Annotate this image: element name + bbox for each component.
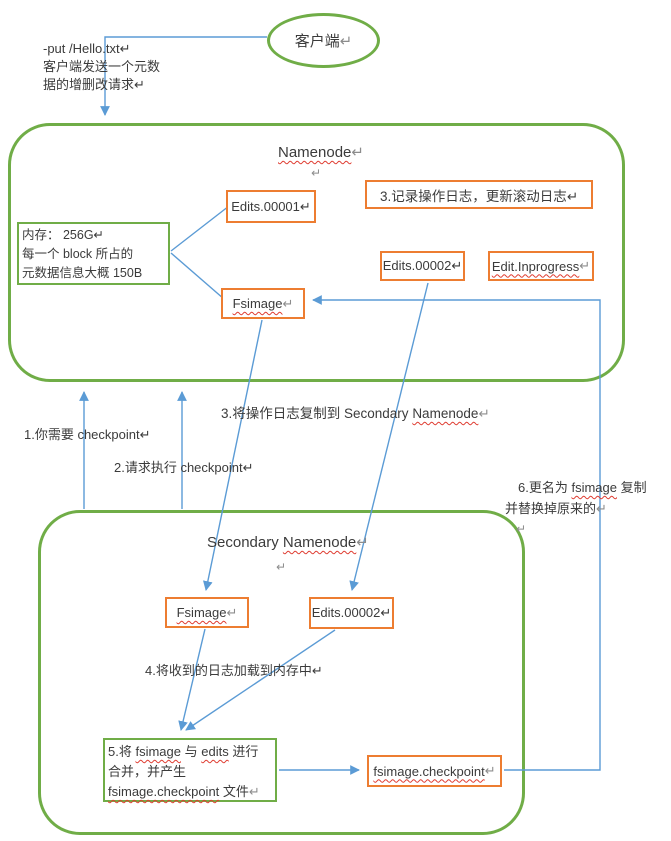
step6-text2: 复制 xyxy=(617,480,647,495)
step5-fsimage: fsimage xyxy=(135,744,181,759)
paragraph-mark: ↵ xyxy=(276,560,287,574)
step5-merge-box: 5.将 fsimage 与 edits 进行 合并，并产生 fsimage.ch… xyxy=(103,738,277,802)
edits-00002-label: Edits.00002↵ xyxy=(382,258,463,273)
step6-line2: 并替换掉原来的↵ xyxy=(505,498,647,519)
secondary-edits-00002-box: Edits.00002↵ xyxy=(309,597,394,629)
paragraph-mark: ↵ xyxy=(282,295,294,311)
paragraph-mark: ↵ xyxy=(596,501,607,516)
edits-00001-box: Edits.00001↵ xyxy=(226,190,316,223)
step5-checkpoint-file: fsimage.checkpoint xyxy=(108,784,220,799)
secondary-fsimage-label: Fsimage xyxy=(176,605,227,620)
step5-line3: fsimage.checkpoint 文件↵ xyxy=(108,782,272,802)
fsimage-checkpoint-label: fsimage.checkpoint xyxy=(373,763,485,779)
paragraph-mark: ↵ xyxy=(484,763,496,778)
step6-text: 6.更名为 xyxy=(518,480,572,495)
step5-text3: 进行 xyxy=(228,744,259,759)
namenode-fsimage-label: Fsimage xyxy=(232,296,283,311)
step3-copy-text: 3.将操作日志复制到 Secondary xyxy=(221,406,413,421)
edit-inprogress-label: Edit.Inprogress xyxy=(491,258,580,274)
step3-copy-label: 3.将操作日志复制到 Secondary Namenode↵ xyxy=(221,402,490,422)
step5-line1: 5.将 fsimage 与 edits 进行 xyxy=(108,742,272,762)
paragraph-mark: ↵ xyxy=(226,604,238,620)
paragraph-mark: ↵ xyxy=(248,784,260,799)
step5-text4: 文件 xyxy=(219,784,249,799)
memory-line1: 内存： 256G↵ xyxy=(22,228,105,242)
client-request-note: -put /Hello.txt↵ 客户端发送一个元数 据的增删改请求↵ xyxy=(43,40,160,94)
secondary-fsimage-box: Fsimage↵ xyxy=(165,597,249,628)
step6-label: 6.更名为 fsimage 复制 并替换掉原来的↵ xyxy=(505,477,647,519)
client-node: 客户端↵ xyxy=(267,13,380,68)
note-line3: 据的增删改请求↵ xyxy=(43,77,145,92)
step3-copy-namenode: Namenode xyxy=(412,406,479,421)
namenode-title: Namenode↵ xyxy=(278,143,364,161)
step5-line2: 合并，并产生 xyxy=(108,764,187,779)
fsimage-checkpoint-box: fsimage.checkpoint↵ xyxy=(367,755,502,787)
edits-00002-box: Edits.00002↵ xyxy=(380,251,465,281)
step5-edits: edits xyxy=(201,744,229,759)
namenode-title-text: Namenode xyxy=(278,144,352,161)
step3-log-note: 3.记录操作日志，更新滚动日志↵ xyxy=(379,188,579,204)
secondary-namenode-title: Secondary Namenode↵ xyxy=(207,533,369,551)
step6-text3: 并替换掉原来的 xyxy=(505,501,597,516)
step6-line1: 6.更名为 fsimage 复制 xyxy=(518,477,647,498)
step4-label: 4.将收到的日志加载到内存中↵ xyxy=(145,663,323,678)
edit-inprogress-box: Edit.Inprogress↵ xyxy=(488,251,594,281)
edits-00001-label: Edits.00001↵ xyxy=(231,198,311,214)
step2-label: 2.请求执行 checkpoint↵ xyxy=(114,460,254,475)
paragraph-mark: ↵ xyxy=(339,32,353,50)
secondary-title-text: Secondary xyxy=(207,534,283,551)
step5-text2: 与 xyxy=(181,744,202,759)
memory-info-box: 内存： 256G↵ 每一个 block 所占的 元数据信息大概 150B xyxy=(17,222,170,285)
secondary-edits-00002-label: Edits.00002↵ xyxy=(311,605,392,620)
paragraph-mark: ↵ xyxy=(356,534,369,551)
client-label: 客户端 xyxy=(294,33,340,50)
paragraph-mark: ↵ xyxy=(478,406,490,421)
step3-log-note-box: 3.记录操作日志，更新滚动日志↵ xyxy=(365,180,593,209)
paragraph-mark: ↵ xyxy=(351,144,364,161)
paragraph-mark: ↵ xyxy=(311,166,322,180)
note-line2: 客户端发送一个元数 xyxy=(43,59,161,74)
step6-fsimage: fsimage xyxy=(571,480,617,495)
namenode-fsimage-box: Fsimage↵ xyxy=(221,288,305,319)
step5-text: 5.将 xyxy=(108,744,136,759)
paragraph-mark: ↵ xyxy=(516,522,527,536)
note-line1: -put /Hello.txt↵ xyxy=(43,41,131,56)
step1-label: 1.你需要 checkpoint↵ xyxy=(24,427,151,442)
memory-line3: 元数据信息大概 150B xyxy=(22,266,143,280)
secondary-title-namenode: Namenode xyxy=(282,534,357,551)
memory-line2: 每一个 block 所占的 xyxy=(22,247,134,261)
paragraph-mark: ↵ xyxy=(579,258,591,273)
